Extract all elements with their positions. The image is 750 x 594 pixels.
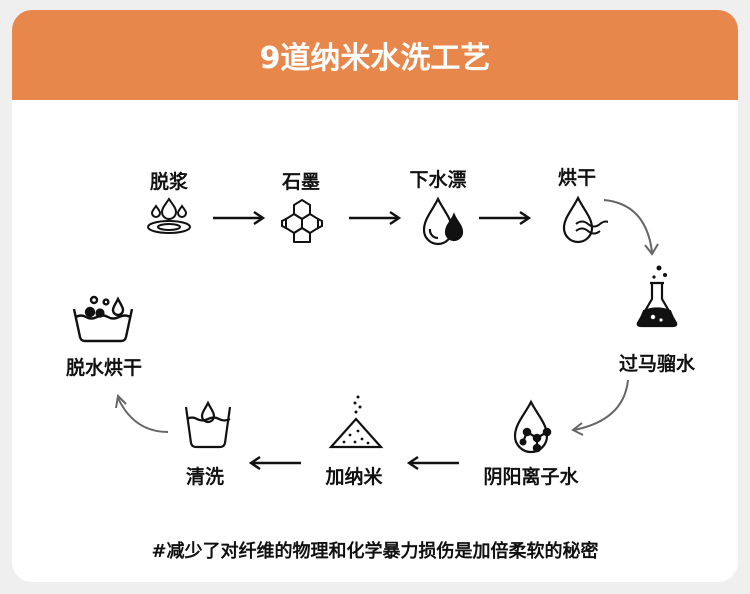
wash-tub-icon	[70, 295, 136, 345]
step-label-rinse: 下水漂	[409, 169, 467, 191]
water-drops-icon	[145, 196, 193, 238]
page-title: 9道纳米水洗工艺	[259, 41, 491, 76]
arrow-step8-to-step9	[112, 390, 172, 436]
step-label-graphite: 石墨	[281, 171, 321, 193]
process-card: 9道纳米水洗工艺 脱浆 石墨 下水漂 烘干	[12, 10, 738, 582]
step-label-dewater-dry: 脱水烘干	[65, 357, 143, 379]
step-label-ion-water: 阴阳离子水	[483, 466, 579, 488]
step-label-drying: 烘干	[557, 167, 597, 189]
arrow-step5-to-step6	[570, 376, 636, 436]
chemical-flask-icon	[633, 263, 681, 329]
step-label-acid-wash: 过马骝水	[618, 353, 696, 375]
ion-drop-icon	[509, 398, 559, 458]
wash-basin-icon	[182, 399, 234, 451]
arrow-step3-to-step4	[478, 210, 532, 226]
arrow-step4-to-step5	[602, 196, 664, 260]
arrow-step7-to-step8	[248, 455, 302, 471]
step-label-desizing: 脱浆	[149, 171, 189, 193]
arrow-step2-to-step3	[348, 210, 402, 226]
arrow-step1-to-step2	[212, 210, 266, 226]
footer-note: #减少了对纤维的物理和化学暴力损伤是加倍柔软的秘密	[151, 541, 599, 562]
arrow-step6-to-step7	[406, 455, 460, 471]
drying-waves-icon	[556, 194, 608, 248]
step-label-add-nano: 加纳米	[325, 466, 383, 488]
step-label-clean: 清洗	[185, 466, 225, 488]
graphite-hexagon-icon	[280, 197, 324, 243]
water-drop-icon	[418, 193, 466, 253]
header-banner: 9道纳米水洗工艺	[12, 10, 738, 100]
nano-powder-icon	[328, 393, 384, 453]
